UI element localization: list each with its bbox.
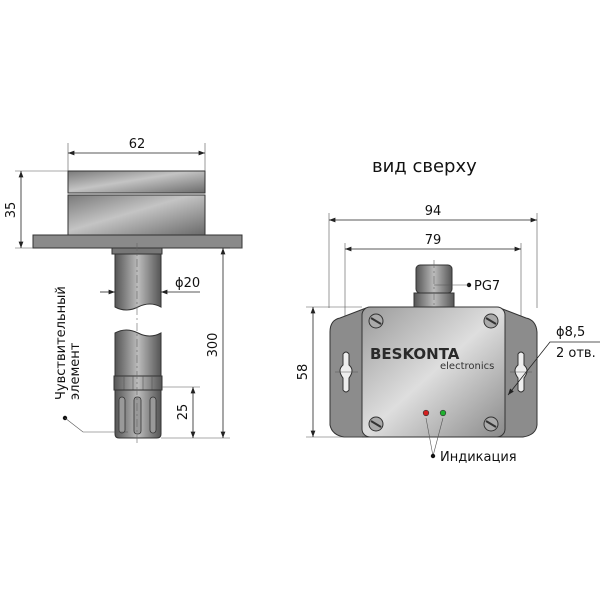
gland-label: PG7	[474, 279, 500, 294]
dim-width: 62	[129, 137, 146, 152]
probe-tube-lower	[114, 329, 162, 377]
flange	[32, 234, 243, 249]
sensor-ring	[113, 375, 163, 391]
enclosure-lid	[361, 306, 506, 438]
dim-diameter: ϕ20	[175, 276, 200, 291]
side-view: 62 35 ϕ20 300 25 Чувствительный элемент	[4, 137, 243, 445]
hole-count: 2 отв.	[556, 346, 596, 361]
brand-logo: BESKONTA	[370, 345, 460, 363]
view-title: вид сверху	[372, 156, 477, 177]
led-red	[422, 409, 430, 417]
dim-sensor: 25	[176, 404, 191, 421]
dim-hole-spacing: 79	[425, 233, 442, 248]
hole-diameter: ϕ8,5	[556, 325, 585, 340]
housing-top	[67, 170, 206, 194]
sensor-label-line1: Чувствительный	[54, 286, 69, 400]
dim-length: 300	[206, 333, 221, 358]
dim-height-58: 58	[296, 364, 311, 381]
indication-label: Индикация	[440, 450, 517, 465]
dim-height: 35	[4, 202, 19, 219]
sensor-label-line2: элемент	[68, 342, 83, 400]
top-view: вид сверху 94 79 PG7 BESKONTA electronic…	[296, 156, 600, 465]
dim-outer-width: 94	[425, 204, 442, 219]
probe-tube-upper	[114, 253, 162, 311]
housing-body	[67, 194, 206, 236]
brand-sub: electronics	[440, 361, 494, 372]
screws	[368, 313, 499, 432]
led-green	[439, 409, 447, 417]
